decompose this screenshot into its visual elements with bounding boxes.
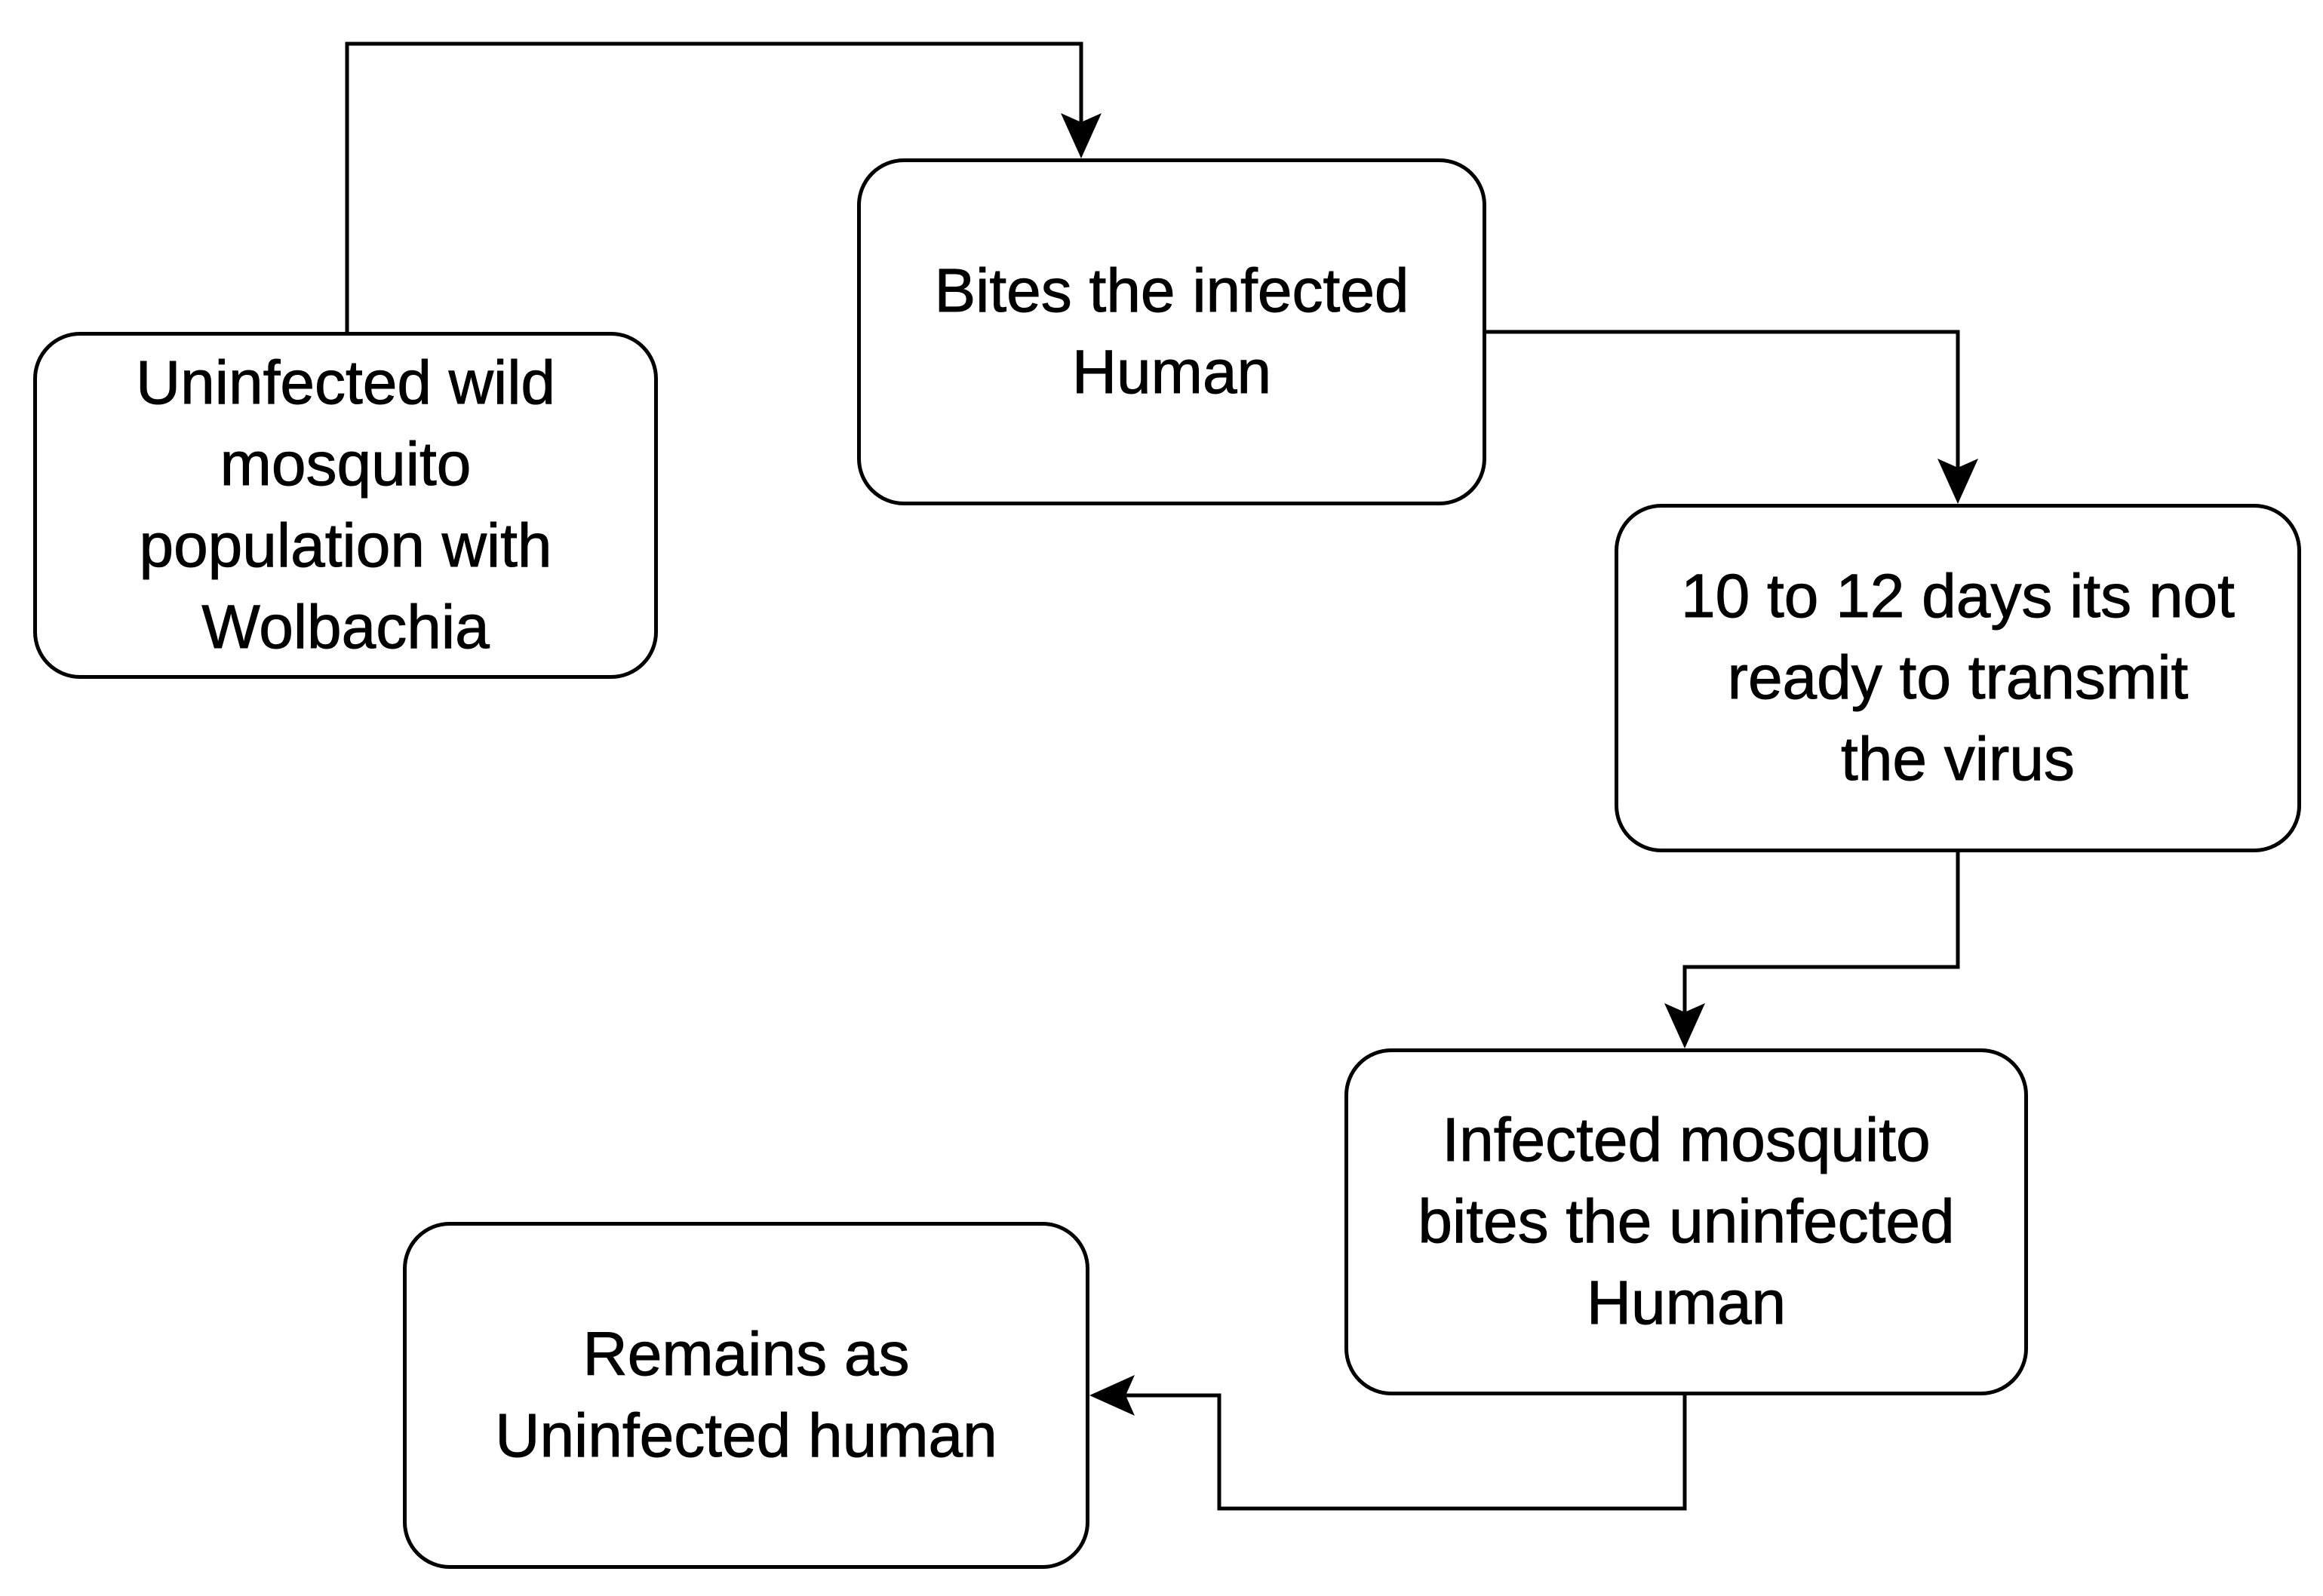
connector-wild-to-bites: [345, 41, 1083, 332]
node-infected-mosquito-bites: Infected mosquito bites the uninfected H…: [1344, 1048, 2028, 1395]
arrowhead-to-bites: [1061, 113, 1102, 158]
arrowhead-to-infected: [1664, 1003, 1705, 1048]
connector-infected-to-remains: [1114, 1393, 1687, 1511]
node-incubation-period: 10 to 12 days its not ready to transmit …: [1615, 504, 2301, 852]
arrowhead-to-remains: [1089, 1375, 1135, 1416]
node-remains-uninfected-human: Remains as Uninfected human: [403, 1222, 1089, 1569]
node-uninfected-wild-mosquito: Uninfected wild mosquito population with…: [33, 332, 658, 679]
connector-days-to-infected: [1682, 852, 1960, 1024]
node-bites-infected-human: Bites the infected Human: [857, 158, 1486, 505]
arrowhead-to-days: [1937, 459, 1978, 504]
connector-bites-to-days: [1486, 330, 1960, 480]
